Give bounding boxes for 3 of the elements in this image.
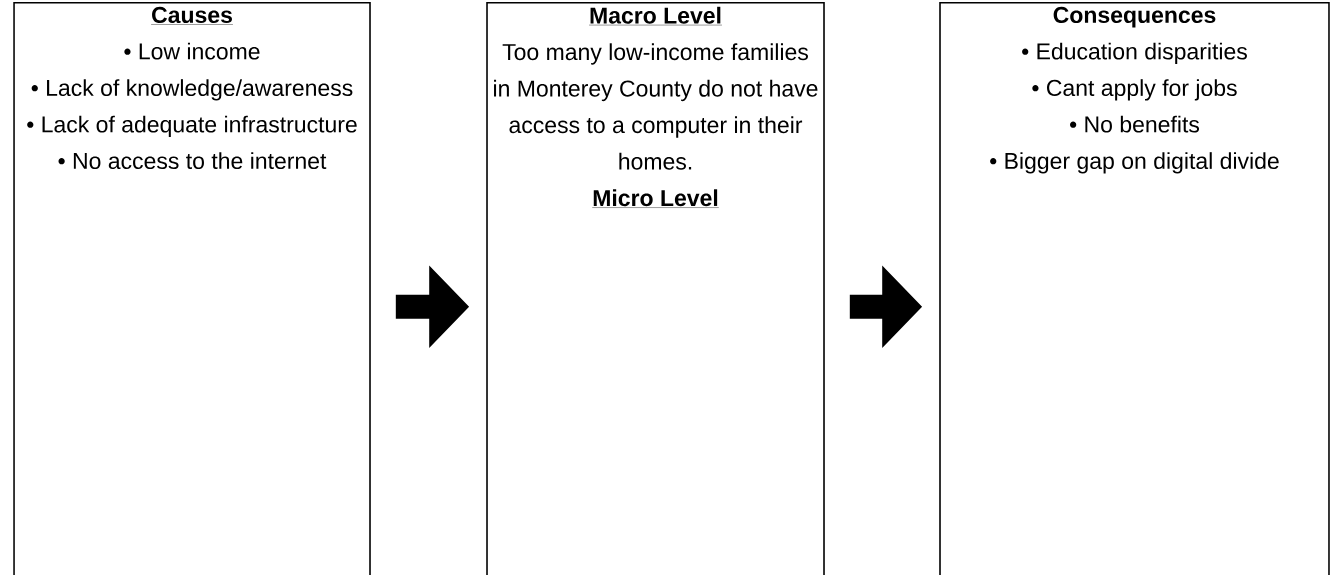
- text-box: Consequences • Education disparities • Cant apply for jobs • No benefits • Bigger gap on digital divide: [939, 2, 1330, 575]
- text-box: Macro Level Too many low-income families in Monterey County do not have access to a computer in their homes. Micro Level: [486, 2, 825, 575]
- text-box: Causes • Low income • Lack of knowledge/awareness • Lack of adequate infrastructure • No access to the internet: [13, 2, 371, 575]
